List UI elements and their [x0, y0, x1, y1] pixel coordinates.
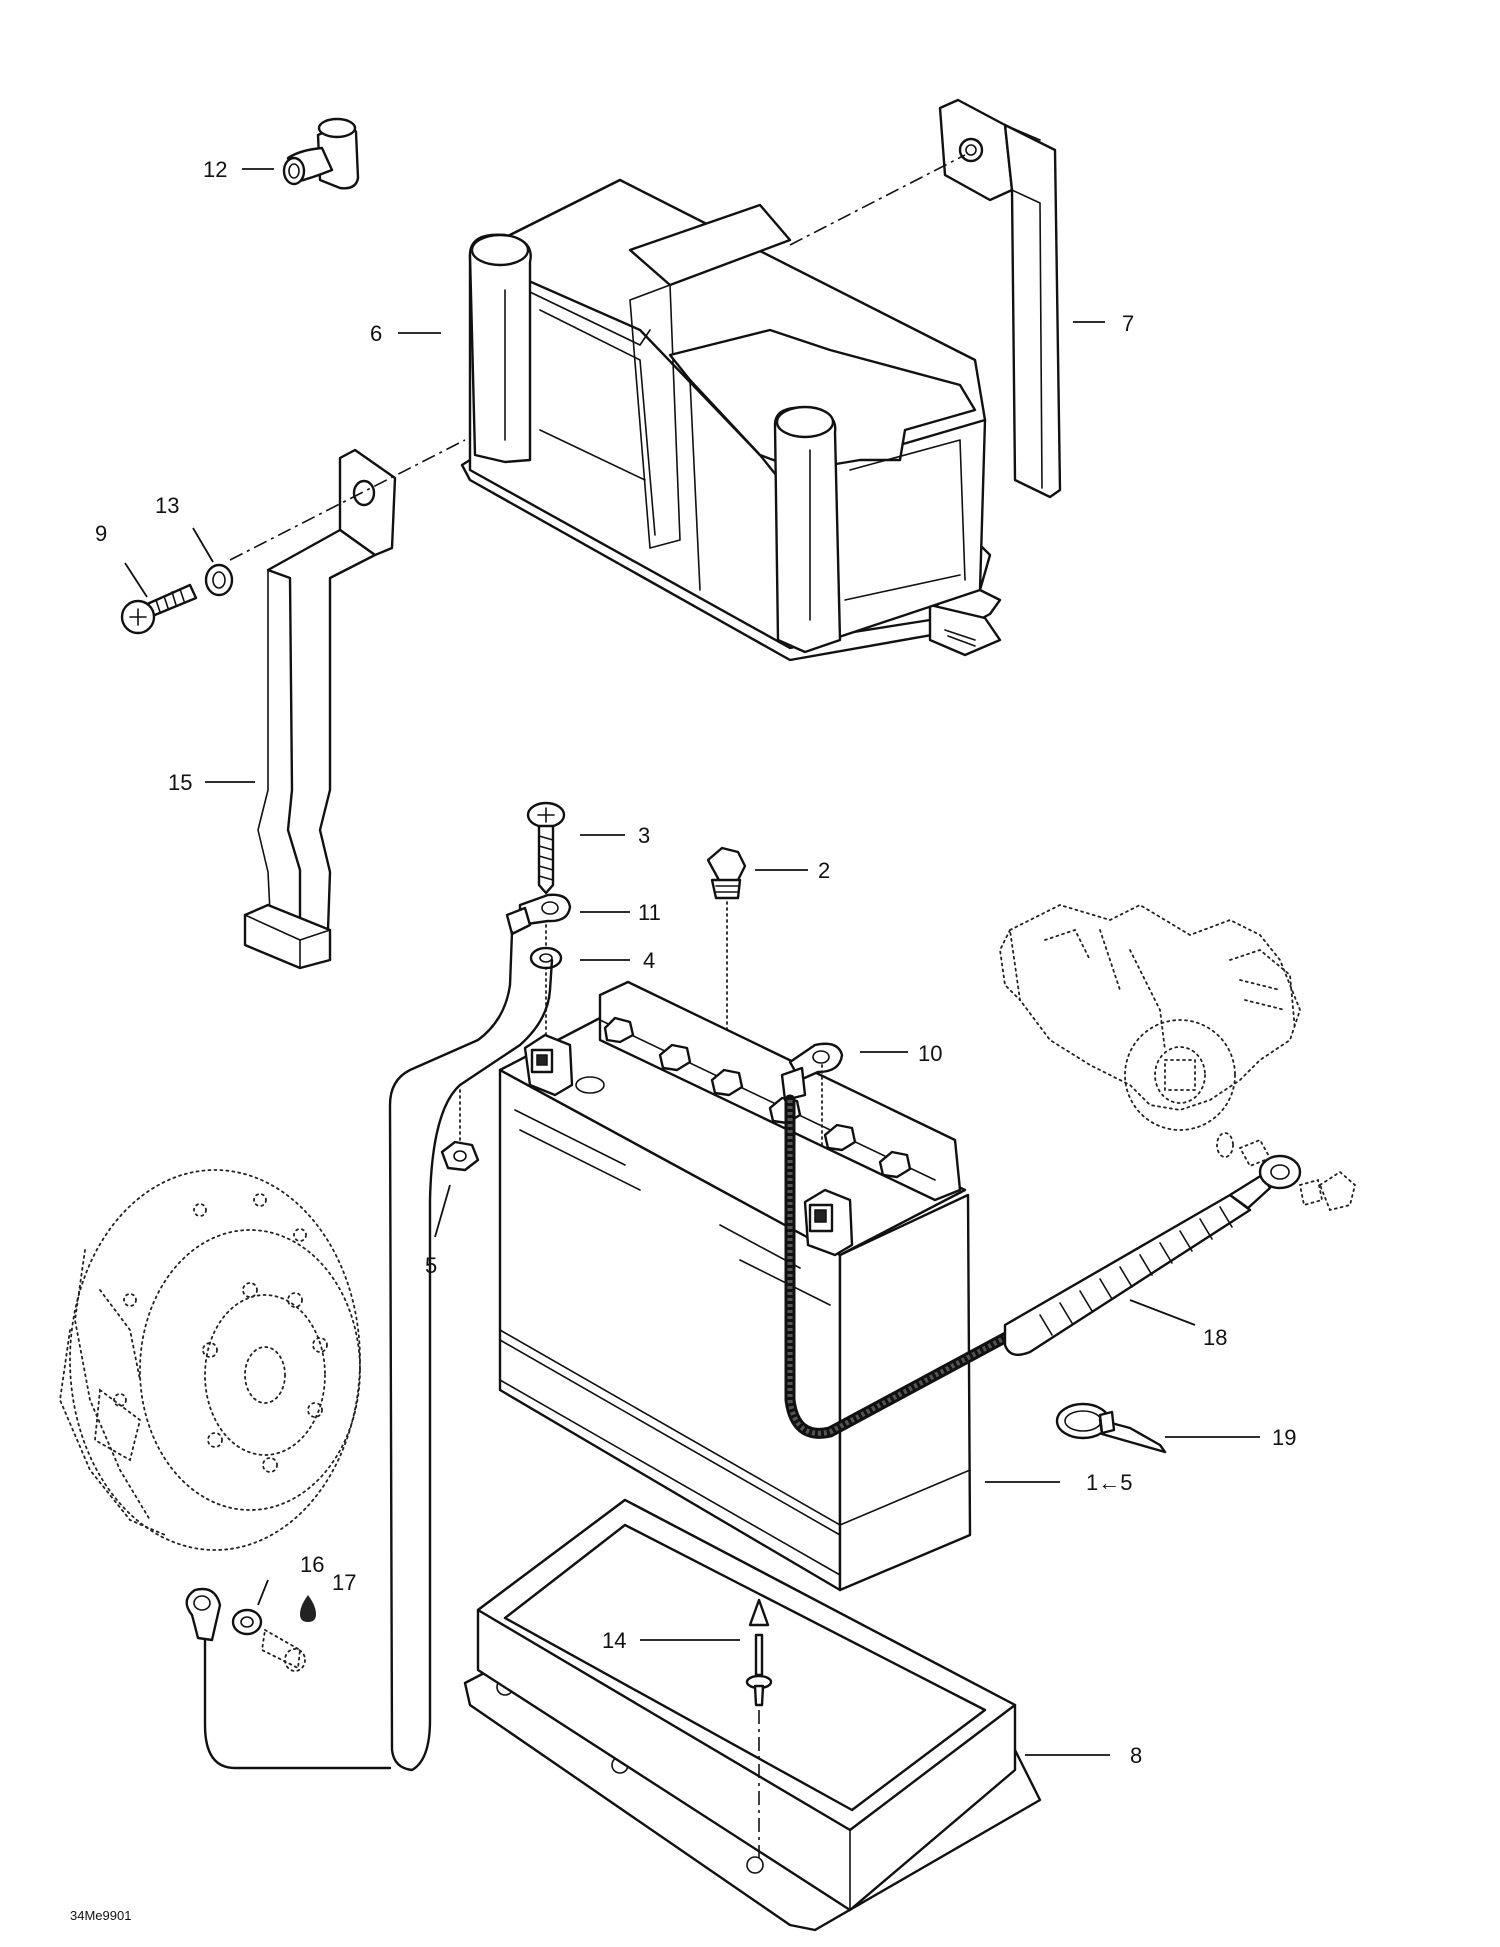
part-9-screw	[120, 583, 198, 635]
centerline-15	[229, 439, 466, 561]
part-3-bolt	[526, 801, 566, 895]
callout-18: 18	[1203, 1325, 1227, 1350]
negative-cable	[388, 930, 554, 1772]
callout-labels: 12 6 7 13 9 15 3 2 11 4 10 5 18 19 1←5 1…	[95, 157, 1296, 1768]
part-2-vent-cap	[706, 846, 747, 900]
callout-4: 4	[643, 948, 655, 973]
part-15-left-bracket	[243, 448, 397, 970]
figure-code: 34Me9901	[70, 1908, 131, 1923]
part-16-bolt-reference	[261, 1628, 306, 1672]
part-19-cable-tie	[1055, 1402, 1167, 1454]
callout-7: 7	[1122, 311, 1134, 336]
centerline-7	[789, 154, 966, 246]
part-4-washer	[529, 946, 563, 970]
callout-17: 17	[332, 1570, 356, 1595]
callout-3: 3	[638, 823, 650, 848]
part-14-push-rivet	[745, 1598, 773, 1707]
callout-16: 16	[300, 1552, 324, 1577]
flywheel-cover-reference	[59, 1169, 361, 1551]
part-8-battery-tray	[463, 1498, 1042, 1932]
callout-10: 10	[918, 1041, 942, 1066]
callout-19: 19	[1272, 1425, 1296, 1450]
callout-15: 15	[168, 770, 192, 795]
callout-8: 8	[1130, 1743, 1142, 1768]
callout-12: 12	[203, 157, 227, 182]
part-5-nut	[440, 1140, 480, 1172]
ground-eyelet	[185, 1587, 392, 1770]
part-6-battery-cover	[460, 178, 1002, 662]
part-12-terminal-boot	[282, 117, 360, 190]
part-18-starter-cable	[1003, 1154, 1302, 1356]
callout-13: 13	[155, 493, 179, 518]
part-7-right-bracket	[938, 98, 1062, 499]
part-16-washer	[231, 1608, 263, 1636]
callout-9: 9	[95, 521, 107, 546]
callout-5: 5	[425, 1253, 437, 1278]
part-10-positive-cable	[780, 1042, 1016, 1439]
callout-6: 6	[370, 321, 382, 346]
callout-14: 14	[602, 1628, 626, 1653]
starter-motor-reference	[999, 903, 1301, 1158]
callout-11: 11	[638, 900, 661, 925]
starter-terminal-nuts	[1238, 1138, 1357, 1212]
callout-1-5: 1←5	[1086, 1470, 1132, 1495]
part-1-battery	[498, 980, 972, 1592]
part-11-ring-terminal	[505, 893, 572, 936]
part-13-lock-washer	[204, 563, 234, 597]
part-17-thread-locker	[300, 1595, 316, 1622]
callout-2: 2	[818, 858, 830, 883]
leader-lines	[124, 168, 1260, 1756]
